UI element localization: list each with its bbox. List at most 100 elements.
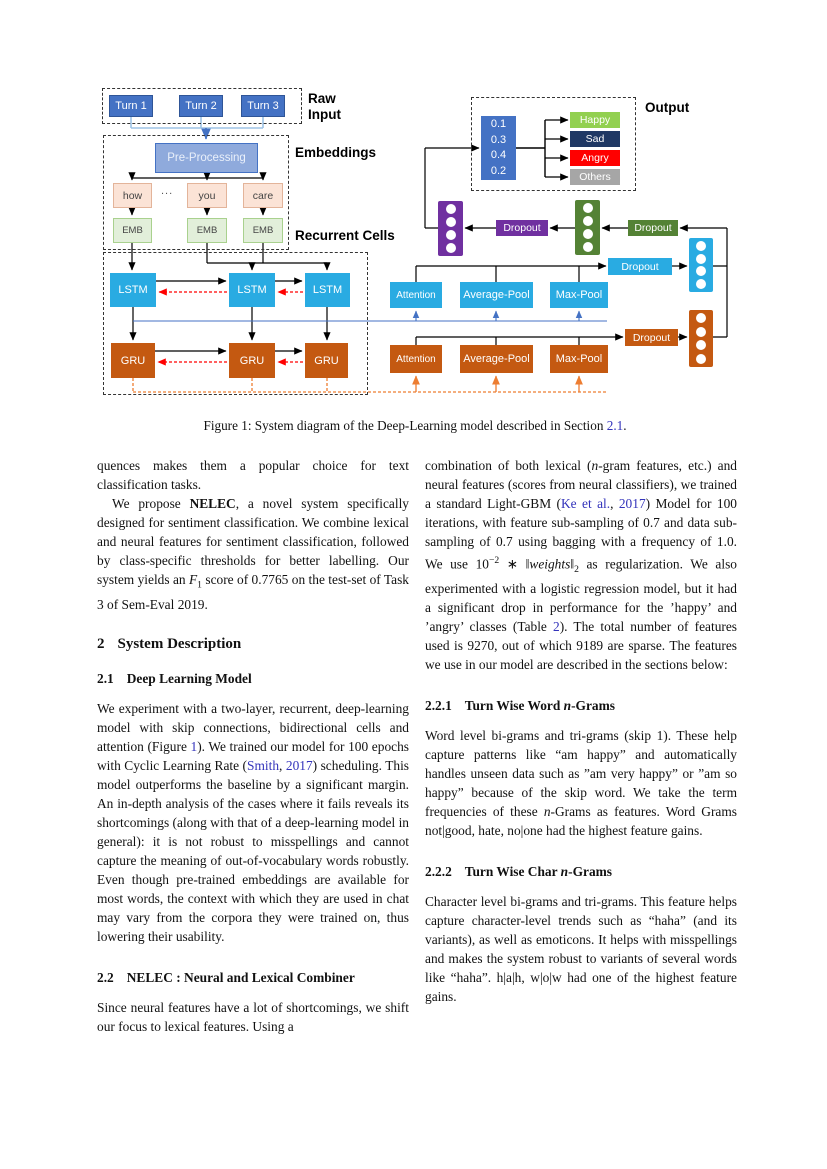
subsection-heading-2-2-2: 2.2.2 Turn Wise Char n-Grams xyxy=(425,862,737,881)
text-run: as regularization. We also experimented … xyxy=(425,556,737,635)
text-run: ∗ ‖ xyxy=(499,556,530,572)
reference-link[interactable]: 2017 xyxy=(285,757,313,773)
section-title: Turn Wise Char n-Grams xyxy=(465,864,612,879)
text-run: , a novel system specifically designed f… xyxy=(97,496,409,587)
text-run: -Grams xyxy=(568,864,613,880)
turn-2-box: Turn 2 xyxy=(179,95,223,117)
section-title: NELEC : Neural and Lexical Combiner xyxy=(126,969,355,985)
attention-box-gru: Attention xyxy=(390,345,442,373)
paragraph: Since neural features have a lot of shor… xyxy=(97,999,409,1034)
subsection-heading-2-2-1: 2.2.1 Turn Wise Word n-Grams xyxy=(425,696,737,715)
preprocessing-box: Pre-Processing xyxy=(155,143,258,173)
recurrent-group-border xyxy=(103,252,368,395)
text-run: weights xyxy=(529,556,571,572)
text-run: ). We trained our model for 100 epochs w… xyxy=(97,738,409,773)
text-run: ) scheduling. This model outperforms the… xyxy=(97,757,410,944)
text-run: 1 xyxy=(197,579,202,591)
attention-box-lstm: Attention xyxy=(390,282,442,308)
text-run: 10 xyxy=(475,556,489,572)
word-box-care: care xyxy=(243,183,283,208)
text-run: We propose xyxy=(112,496,190,511)
score-value: 0.1 xyxy=(490,118,507,130)
output-label: Output xyxy=(645,100,690,115)
score-value: 0.2 xyxy=(490,164,507,177)
lstm-box-2: LSTM xyxy=(229,273,275,307)
text-run: n xyxy=(543,804,551,820)
text-run: Turn Wise Char xyxy=(464,864,561,880)
paragraph: We experiment with a two-layer, recurren… xyxy=(97,699,409,946)
dropout-box-cyan: Dropout xyxy=(608,258,672,275)
text-run: n xyxy=(591,458,599,473)
text-run: 2 xyxy=(574,564,579,576)
max-pool-box-gru: Max-Pool xyxy=(550,345,608,373)
text-run: NELEC xyxy=(189,496,236,511)
section-title: System Description xyxy=(117,635,242,652)
paragraph: combination of both lexical (n-gram feat… xyxy=(425,456,737,674)
reference-link[interactable]: Ke et al. xyxy=(560,496,611,511)
dropout-box-brown: Dropout xyxy=(625,329,678,346)
state-vector-cyan xyxy=(689,238,713,292)
text-run: n xyxy=(563,698,572,714)
section-number: 2.2.1 xyxy=(425,698,452,714)
text-run: −2 xyxy=(488,555,500,566)
reference-link[interactable]: 2.1 xyxy=(606,418,624,433)
text-run: n xyxy=(560,864,569,880)
text-run: F xyxy=(188,572,198,587)
emb-box-3: EMB xyxy=(243,218,283,243)
reference-link[interactable]: 2 xyxy=(553,619,560,635)
figure-caption: Figure 1: System diagram of the Deep-Lea… xyxy=(90,418,740,434)
text-run: Turn Wise Word xyxy=(464,698,564,714)
class-score-box: 0.1 0.3 0.4 0.2 xyxy=(481,116,516,180)
turn-1-box: Turn 1 xyxy=(109,95,153,117)
state-vector-purple xyxy=(438,201,463,256)
average-pool-box-lstm: Average-Pool xyxy=(460,282,533,308)
text-run: . xyxy=(623,418,627,433)
right-column: combination of both lexical (n-gram feat… xyxy=(425,456,737,1006)
reference-link[interactable]: 2017 xyxy=(618,496,646,511)
turn-3-box: Turn 3 xyxy=(241,95,285,117)
reference-link[interactable]: 1 xyxy=(190,738,198,754)
text-run: Word level bi-grams and tri-grams (skip … xyxy=(425,728,737,820)
text-run: combination of both lexical ( xyxy=(425,458,592,473)
dropout-box-purple: Dropout xyxy=(496,220,548,236)
dropout-box-green: Dropout xyxy=(628,220,678,236)
embeddings-label: Embeddings xyxy=(295,145,377,160)
text-run: Figure 1: System diagram of the Deep-Lea… xyxy=(203,418,607,433)
figure-connectors xyxy=(128,116,728,393)
section-title: Deep Learning Model xyxy=(126,670,252,686)
text-run: We experiment with a two-layer, recurren… xyxy=(97,700,409,754)
text-run: ). The total number of features used is … xyxy=(425,619,737,673)
text-run: score of 0.7765 on the test-set of Task … xyxy=(97,572,409,612)
raw-input-group-border xyxy=(102,88,302,124)
recurrent-cells-label: Recurrent Cells xyxy=(295,228,395,243)
score-value: 0.3 xyxy=(490,133,507,146)
lstm-box-3: LSTM xyxy=(305,273,350,307)
paragraph: Word level bi-grams and tri-grams (skip … xyxy=(425,726,737,840)
ellipsis-dots: ... xyxy=(161,185,174,197)
class-label-angry: Angry xyxy=(570,150,620,166)
gru-box-1: GRU xyxy=(111,343,155,378)
emb-box-2: EMB xyxy=(187,218,227,243)
text-run: -Grams as features. Word Grams not|good,… xyxy=(425,804,737,839)
lstm-box-1: LSTM xyxy=(110,273,156,307)
text-run: , xyxy=(279,757,286,773)
text-run: ‖ xyxy=(570,556,575,572)
reference-link[interactable]: Smith xyxy=(247,757,280,773)
paragraph: Character level bi-grams and tri-grams. … xyxy=(425,894,737,1005)
figure-1-diagram: Raw Input Embeddings Recurrent Cells Out… xyxy=(90,85,750,407)
section-number: 2.2.2 xyxy=(425,864,452,880)
score-value: 0.4 xyxy=(490,149,507,161)
text-run: -gram features, etc.) and neural feature… xyxy=(425,458,737,511)
state-vector-green xyxy=(575,200,600,255)
output-group-border xyxy=(471,97,636,191)
gru-box-2: GRU xyxy=(229,343,275,378)
section-title: Turn Wise Word n-Grams xyxy=(465,698,615,713)
raw-input-label: Raw Input xyxy=(308,91,341,122)
section-number: 2.2 xyxy=(97,969,114,985)
left-column: quences makes them a popular choice for … xyxy=(97,456,409,1036)
text-run: -Grams xyxy=(571,698,615,714)
word-box-you: you xyxy=(187,183,227,208)
gru-box-3: GRU xyxy=(305,343,348,378)
word-box-how: how xyxy=(113,183,152,208)
